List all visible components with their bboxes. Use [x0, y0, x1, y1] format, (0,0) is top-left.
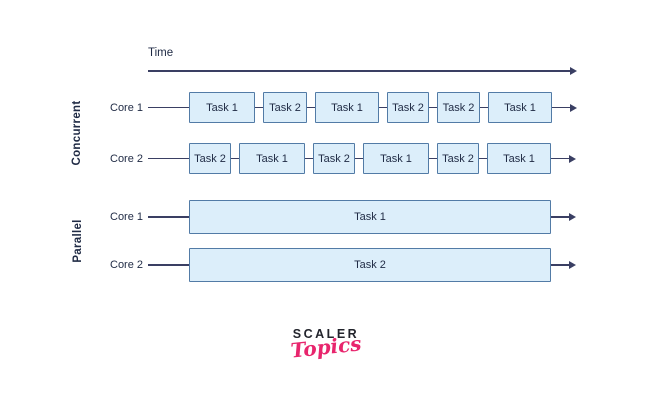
task-connector-line	[355, 157, 363, 160]
logo-sub-text: Topics	[289, 331, 363, 363]
task-box: Task 1	[189, 92, 255, 123]
task-connector-line	[307, 106, 315, 109]
task-track: Task 1	[189, 200, 551, 234]
task-track: Task 2	[189, 248, 551, 282]
task-connector-line	[429, 157, 437, 160]
row-lead-line	[148, 106, 189, 109]
task-box: Task 2	[437, 92, 480, 123]
row-arrow-head-icon	[569, 261, 576, 269]
task-box: Task 1	[239, 143, 305, 174]
row-lead-line	[148, 264, 189, 266]
task-box: Task 2	[189, 248, 551, 282]
core-label: Core 1	[110, 101, 144, 114]
task-box: Task 2	[263, 92, 307, 123]
task-box: Task 2	[313, 143, 355, 174]
task-track: Task 1 Task 2 Task 1 Task 2 Task 2 Task 1	[189, 92, 552, 123]
row-arrow-line	[551, 157, 569, 160]
task-box: Task 1	[189, 200, 551, 234]
core-label: Core 2	[110, 259, 144, 271]
task-box: Task 1	[488, 92, 552, 123]
scaler-topics-logo: SCALER Topics	[289, 327, 363, 363]
core-label: Core 2	[110, 152, 144, 165]
row-arrow-line	[551, 264, 569, 266]
row-lead-line	[148, 157, 189, 160]
row-lead-line	[148, 216, 189, 218]
task-box: Task 1	[487, 143, 551, 174]
row-arrow-line	[552, 106, 570, 109]
row-arrow-head-icon	[570, 103, 577, 112]
time-axis-arrow-icon	[570, 67, 577, 75]
task-connector-line	[379, 106, 387, 109]
time-axis-line	[148, 70, 570, 72]
parallel-core2-row: Core 2 Task 2	[110, 248, 576, 282]
task-box: Task 1	[315, 92, 379, 123]
task-box: Task 2	[437, 143, 479, 174]
row-arrow-line	[551, 216, 569, 218]
core-label: Core 1	[110, 211, 144, 223]
task-box: Task 2	[387, 92, 429, 123]
task-track: Task 2 Task 1 Task 2 Task 1 Task 2 Task 1	[189, 143, 551, 174]
task-connector-line	[231, 157, 239, 160]
logo-brand-text: SCALER	[292, 327, 360, 341]
task-connector-line	[479, 157, 487, 160]
task-connector-line	[480, 106, 488, 109]
row-arrow-head-icon	[569, 154, 576, 163]
task-box: Task 2	[189, 143, 231, 174]
time-axis-label: Time	[148, 47, 174, 59]
task-connector-line	[305, 157, 313, 160]
task-connector-line	[429, 106, 437, 109]
row-arrow-head-icon	[569, 213, 576, 221]
section-label-parallel: Parallel	[72, 219, 84, 263]
section-label-concurrent: Concurrent	[71, 100, 83, 166]
task-box: Task 1	[363, 143, 429, 174]
parallel-core1-row: Core 1 Task 1	[110, 200, 576, 234]
task-connector-line	[255, 106, 263, 109]
